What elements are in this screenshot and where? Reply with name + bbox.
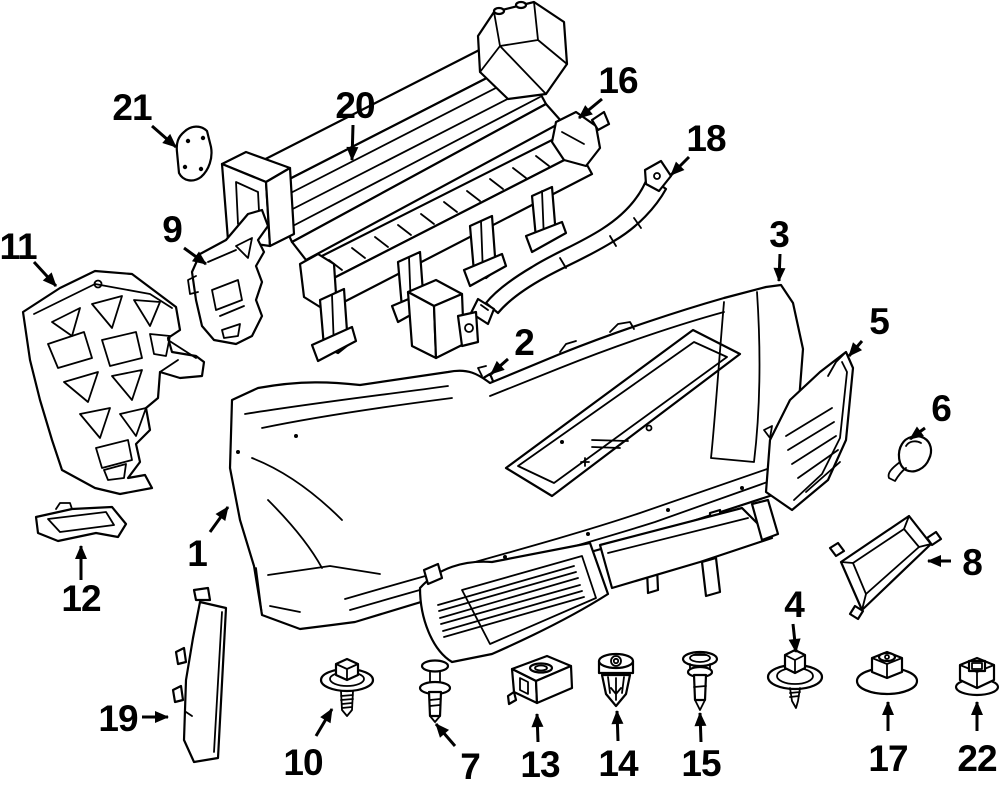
callout-number: 18 (686, 118, 726, 159)
part-hex-nut (954, 656, 1000, 697)
callout-number: 10 (283, 742, 323, 783)
part-clip-retainer (506, 654, 574, 706)
callout-number: 5 (869, 301, 889, 342)
part-lower-valance (418, 498, 780, 664)
callout-arrow (434, 723, 457, 747)
callout-arrow (669, 155, 691, 177)
callout-arrow (847, 340, 864, 357)
callout-4-screw-with-washer: 4 (784, 584, 806, 653)
part-push-rivet (418, 659, 452, 723)
part-blade-trim (171, 586, 228, 764)
part-corner-molding (764, 350, 855, 512)
callout-5-corner-molding: 5 (847, 301, 890, 357)
callout-number: 20 (335, 85, 375, 126)
part-mount-plate (175, 125, 213, 182)
part-support-bracket (21, 269, 206, 496)
callout-11-support-bracket: 11 (0, 226, 58, 288)
callout-arrow (694, 712, 707, 743)
callout-13-clip-retainer: 13 (520, 713, 561, 785)
part-tow-hook-cover (887, 435, 933, 482)
callout-number: 22 (957, 738, 997, 779)
callout-arrow (183, 246, 207, 266)
callout-17-flange-nut: 17 (868, 701, 909, 779)
callout-arrow (909, 426, 926, 441)
callout-7-push-rivet: 7 (434, 723, 481, 787)
callout-19-side-blade-trim: 19 (98, 698, 169, 739)
callout-number: 15 (681, 743, 721, 784)
callout-number: 9 (162, 209, 182, 250)
callout-number: 17 (868, 738, 907, 779)
callout-arrow (788, 623, 801, 653)
callout-10-flange-screw: 10 (283, 708, 334, 783)
part-side-mount-bracket (187, 208, 270, 346)
part-expansion-rivet (597, 652, 635, 708)
callout-number: 19 (98, 698, 138, 739)
part-sensor-box (406, 278, 480, 360)
part-push-pin-rivet (681, 650, 719, 711)
callout-8-license-bracket: 8 (927, 542, 983, 583)
callout-number: 4 (784, 584, 805, 625)
part-diffuser-grille (418, 541, 610, 664)
callout-arrow (346, 124, 359, 161)
callout-20-impact-bar: 20 (335, 85, 376, 161)
callout-number: 12 (61, 578, 101, 619)
part-license-bracket (828, 514, 943, 621)
callout-arrow (314, 708, 334, 737)
callout-number: 1 (187, 533, 207, 574)
callout-1-bumper-cover-lower: 1 (187, 506, 230, 574)
part-curved-arm (469, 159, 673, 326)
callout-3-bumper-cover-upper: 3 (769, 214, 790, 282)
callout-number: 14 (598, 743, 639, 784)
callout-arrow (611, 710, 624, 742)
callout-12-lower-trim-strip: 12 (61, 545, 102, 619)
callout-arrow (32, 260, 58, 288)
part-trim-strip (34, 502, 128, 543)
callout-6-tow-hook-cover: 6 (909, 388, 952, 441)
callout-2-side-clip: 2 (490, 322, 535, 376)
callout-number: 3 (769, 214, 789, 255)
callout-arrow (578, 97, 603, 120)
callout-21-mount-plate: 21 (112, 87, 177, 149)
callout-15-push-pin-rivet: 15 (681, 712, 722, 784)
callout-number: 2 (514, 322, 534, 363)
callout-14-expansion-rivet: 14 (598, 710, 640, 784)
part-screw-with-washer (766, 648, 824, 709)
part-flange-screw (319, 657, 375, 717)
callout-arrow (151, 124, 177, 149)
callout-number: 16 (598, 60, 638, 101)
callout-layer: 21 20 16 18 9 11 3 5 2 6 1 12 8 4 19 10 7 13 14 15 17 22 (0, 60, 998, 787)
callout-number: 21 (112, 87, 152, 128)
callout-number: 8 (962, 542, 982, 583)
part-lower-rail (298, 110, 611, 363)
callout-number: 6 (931, 388, 951, 429)
part-flange-nut (855, 650, 919, 696)
callout-9-side-mount-bracket: 9 (162, 209, 207, 266)
callout-arrow (490, 357, 509, 376)
callout-number: 7 (460, 746, 480, 787)
callout-arrow (773, 253, 786, 282)
callout-arrow (208, 506, 230, 533)
callout-18-curved-support-arm: 18 (669, 118, 727, 177)
callout-number: 13 (520, 744, 560, 785)
callout-arrow (531, 713, 544, 743)
callout-22-hex-nut: 22 (957, 701, 998, 779)
callout-16-rail-end-bracket: 16 (578, 60, 639, 120)
callout-number: 11 (0, 226, 37, 267)
